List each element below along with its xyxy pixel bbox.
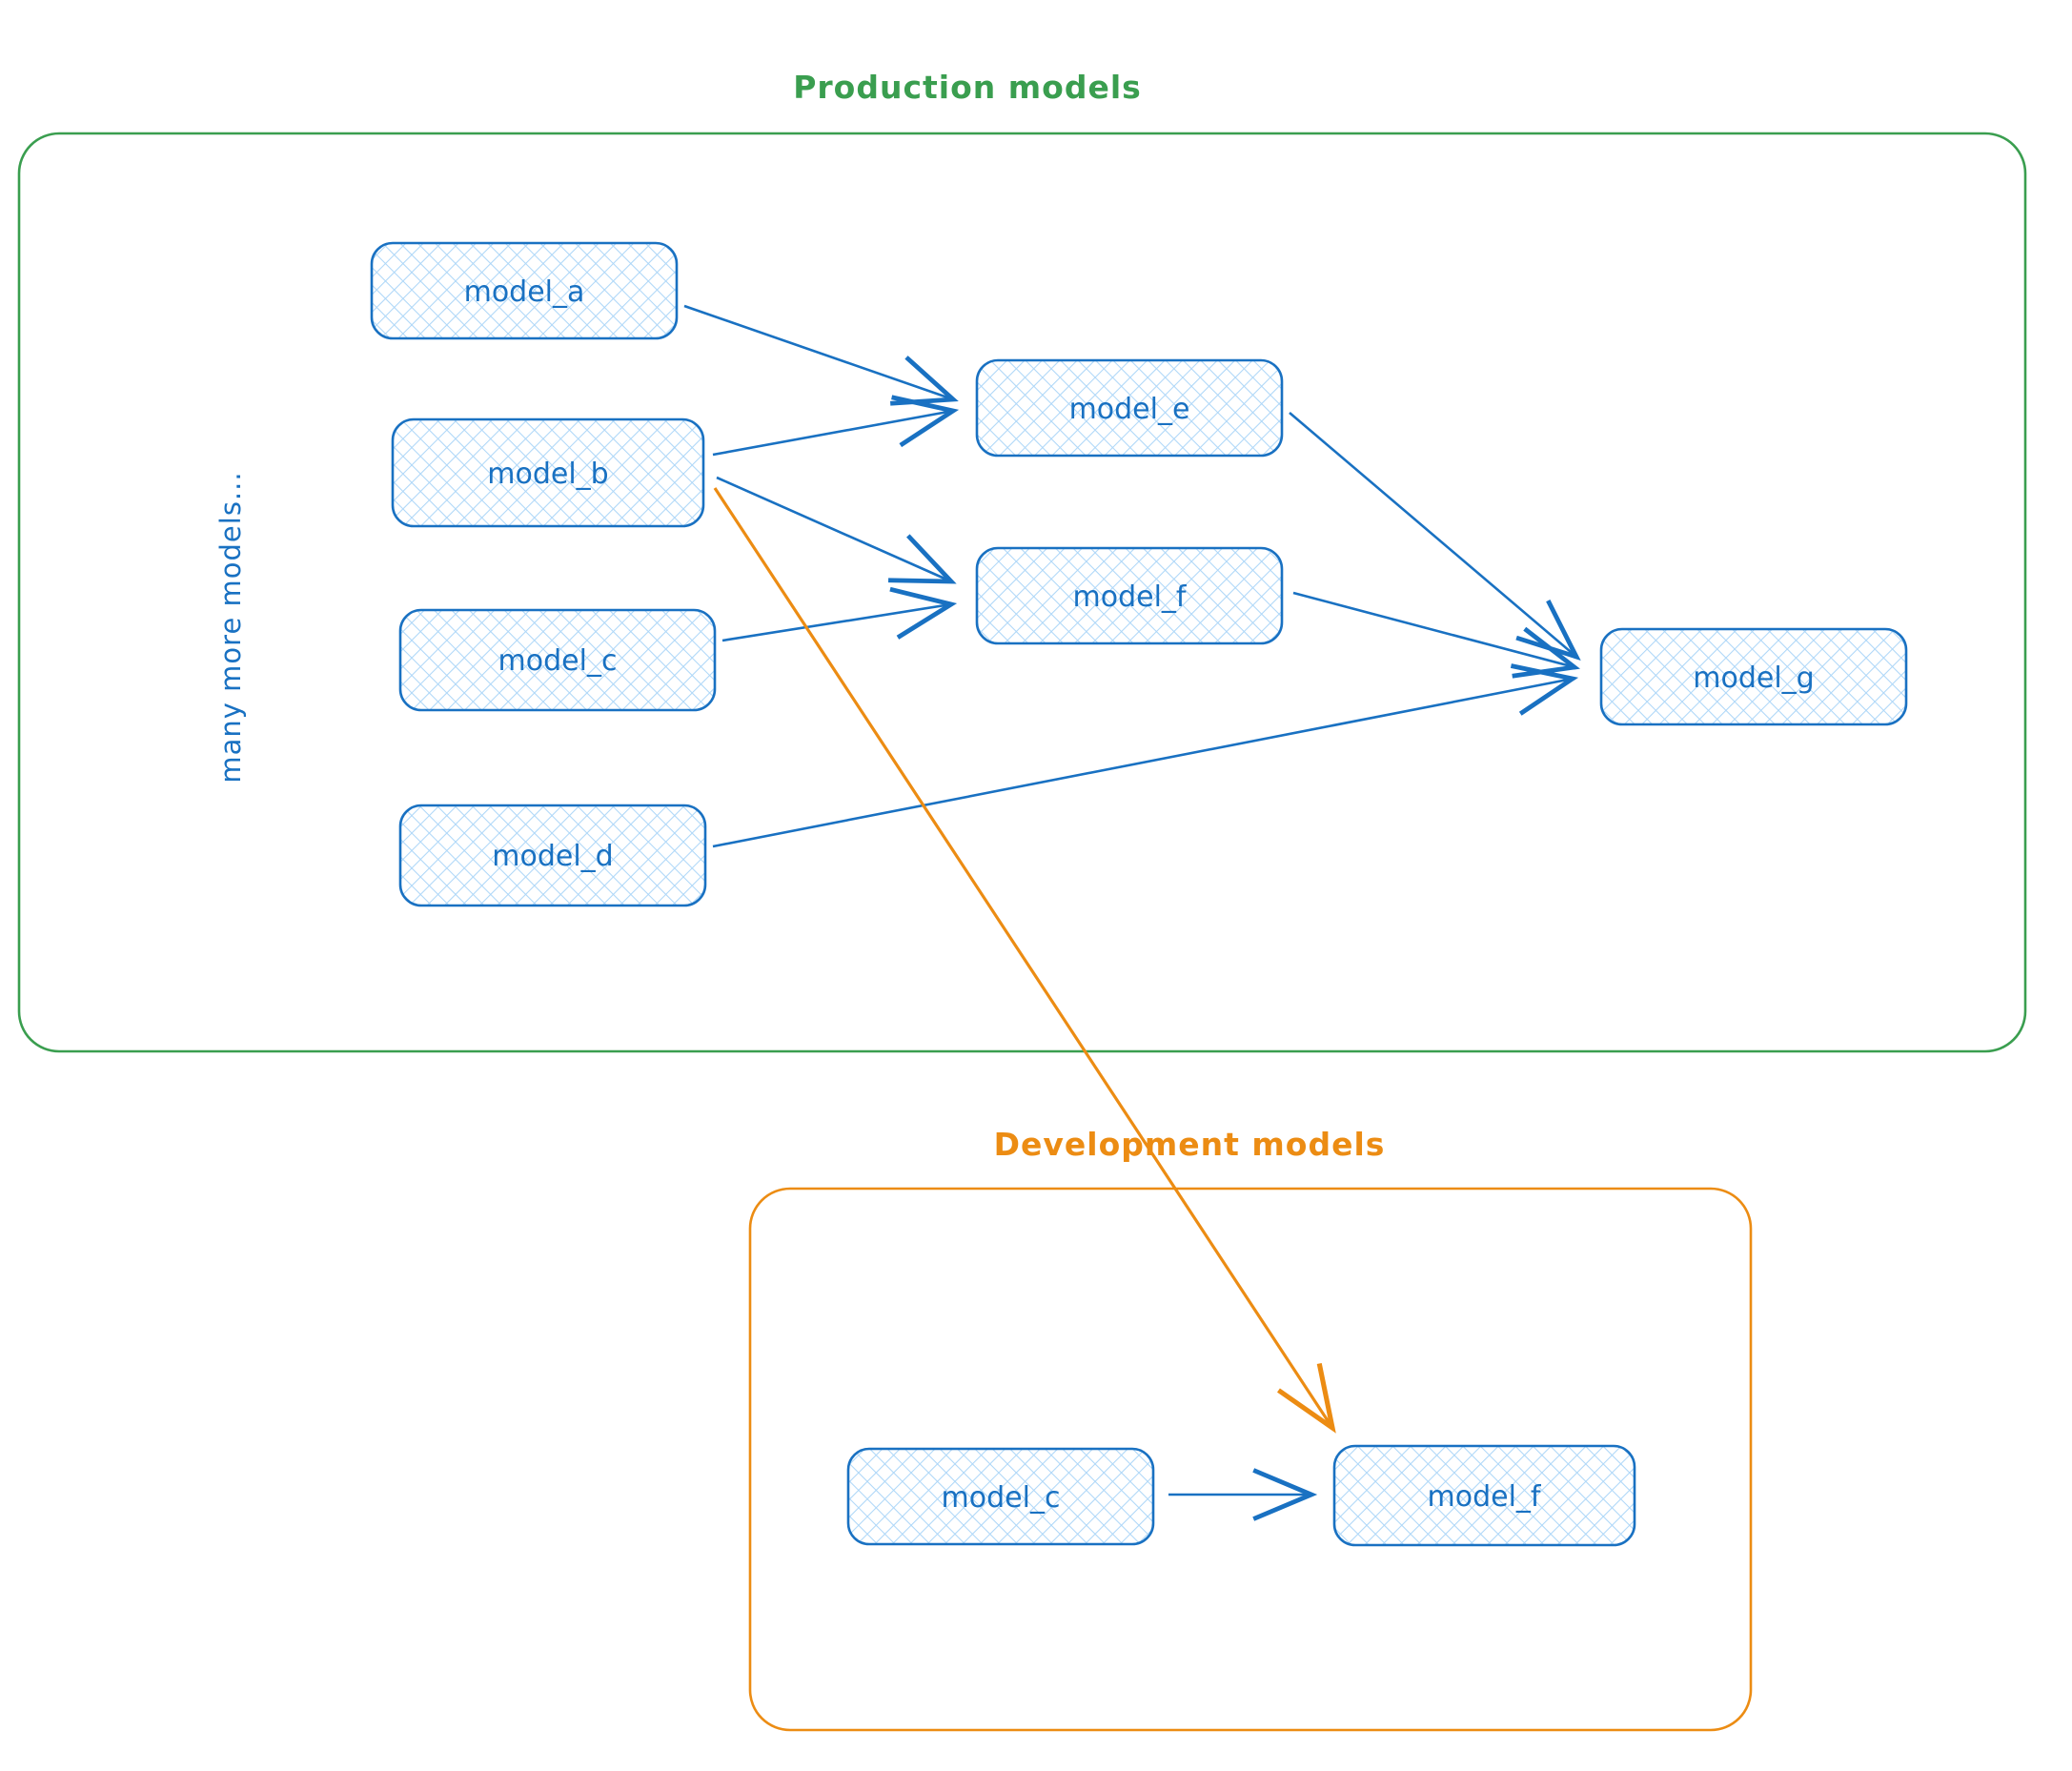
node-model-b-label: model_b [487, 458, 608, 491]
node-model-f-label: model_f [1073, 580, 1188, 614]
node-model-g-label: model_g [1693, 662, 1814, 695]
node-dev-model-c-box [846, 1447, 1155, 1546]
node-dev-model-f-label: model_f [1428, 1480, 1542, 1514]
node-model-e: model_e [975, 358, 1284, 458]
node-dev-model-f-box [1332, 1444, 1636, 1547]
production-container [17, 132, 2027, 1053]
node-model-e-label: model_e [1069, 393, 1190, 426]
edge-model-b-to-model-f [716, 476, 957, 584]
node-model-g-box [1599, 627, 1908, 726]
edge-model-a-to-model-e [683, 304, 959, 406]
node-model-d-label: model_d [492, 840, 613, 873]
node-model-a: model_a [370, 241, 679, 340]
node-model-a-label: model_a [464, 275, 585, 309]
edge-model-b-to-dev-model-f [713, 487, 1336, 1434]
node-dev-model-c-label: model_c [942, 1481, 1061, 1515]
node-dev-model-f: model_f [1332, 1444, 1636, 1547]
production-label: Production models [793, 69, 1142, 106]
node-model-c-label: model_c [498, 644, 618, 678]
edge-model-f-to-model-g [1292, 591, 1580, 679]
node-model-d-box [398, 804, 707, 907]
node-model-g: model_g [1599, 627, 1908, 726]
development-container [748, 1187, 1753, 1732]
node-model-f-box [975, 546, 1284, 645]
node-model-b: model_b [391, 417, 705, 528]
many-more-models-note: many more models... [214, 471, 247, 783]
edge-model-c-to-model-f [721, 586, 958, 642]
node-model-c: model_c [398, 608, 717, 712]
development-label: Development models [994, 1126, 1386, 1163]
node-model-e-box [975, 358, 1284, 458]
node-model-b-box [391, 417, 705, 528]
node-model-a-box [370, 241, 679, 340]
edge-model-e-to-model-g [1289, 412, 1581, 662]
node-model-c-box [398, 608, 717, 712]
edge-model-d-to-model-g [712, 663, 1579, 848]
node-model-d: model_d [398, 804, 707, 907]
node-dev-model-c: model_c [846, 1447, 1155, 1546]
edge-model-b-to-model-e [712, 395, 960, 457]
node-model-f: model_f [975, 546, 1284, 645]
